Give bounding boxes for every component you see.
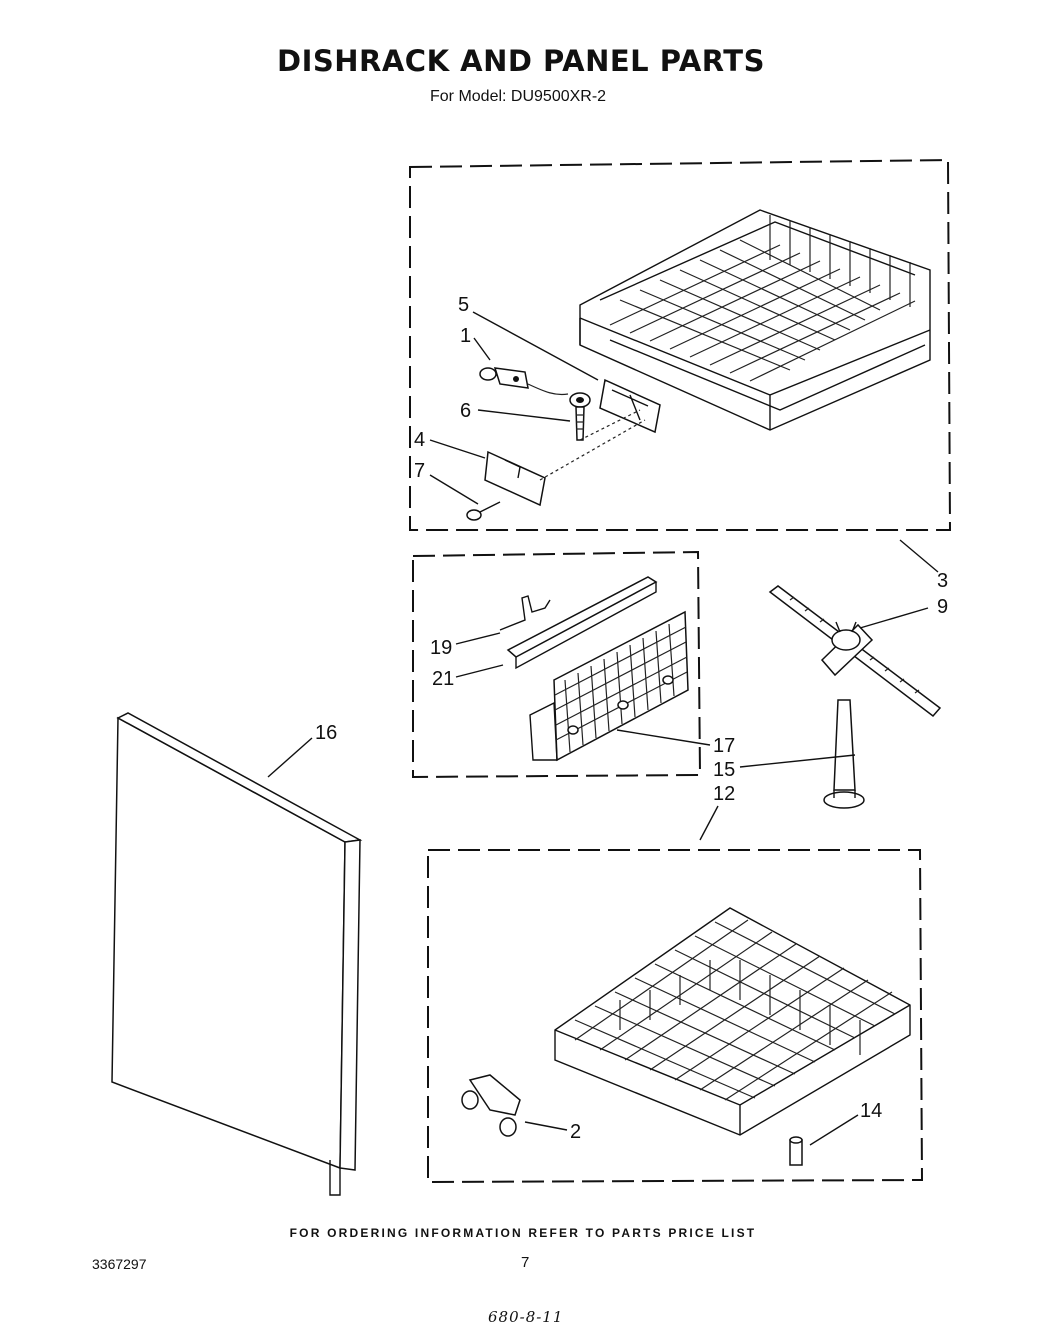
callout-6: 6 — [460, 400, 471, 422]
ordering-information-text: FOR ORDERING INFORMATION REFER TO PARTS … — [289, 1226, 757, 1240]
callout-leader-lines — [267, 311, 939, 1146]
callout-labels: 5 1 6 4 7 3 9 19 21 16 17 15 12 2 14 — [315, 294, 948, 1143]
callout-21: 21 — [432, 668, 454, 690]
upper-dishrack — [579, 209, 931, 431]
document-number: 3367297 — [92, 1256, 147, 1272]
callout-9: 9 — [937, 596, 948, 618]
rack-adjuster-parts — [466, 367, 661, 521]
callout-4: 4 — [414, 429, 425, 451]
spray-tube — [823, 699, 865, 809]
ordering-information-note: FOR ORDERING INFORMATION REFER TO PARTS … — [0, 1226, 1054, 1240]
callout-14: 14 — [860, 1100, 882, 1122]
callout-3: 3 — [937, 570, 948, 592]
lower-rack-assembly-box — [427, 849, 924, 1184]
upper-rack-assembly-box — [409, 158, 952, 531]
lower-rack-wheels — [461, 1074, 521, 1137]
callout-16: 16 — [315, 722, 337, 744]
callout-2: 2 — [570, 1121, 581, 1143]
spray-arm — [768, 585, 942, 718]
callout-5: 5 — [458, 294, 469, 316]
callout-15: 15 — [713, 759, 735, 781]
callout-17: 17 — [713, 735, 735, 757]
spray-panel — [499, 576, 689, 762]
page-title-text: DISHRACK AND PANEL PARTS — [277, 44, 765, 78]
door-panel — [111, 712, 363, 1196]
lower-dishrack — [554, 907, 911, 1136]
callout-19: 19 — [430, 637, 452, 659]
page-number: 7 — [521, 1254, 530, 1271]
page-title: DISHRACK AND PANEL PARTS — [0, 44, 1054, 78]
handwritten-note: 680-8-11 — [488, 1308, 564, 1326]
rack-stop — [789, 1136, 803, 1166]
callout-1: 1 — [460, 325, 471, 347]
wash-panel-box — [412, 550, 702, 779]
model-subtitle: For Model: DU9500XR-2 — [430, 88, 607, 105]
callout-12: 12 — [713, 783, 735, 805]
callout-7: 7 — [414, 460, 425, 482]
